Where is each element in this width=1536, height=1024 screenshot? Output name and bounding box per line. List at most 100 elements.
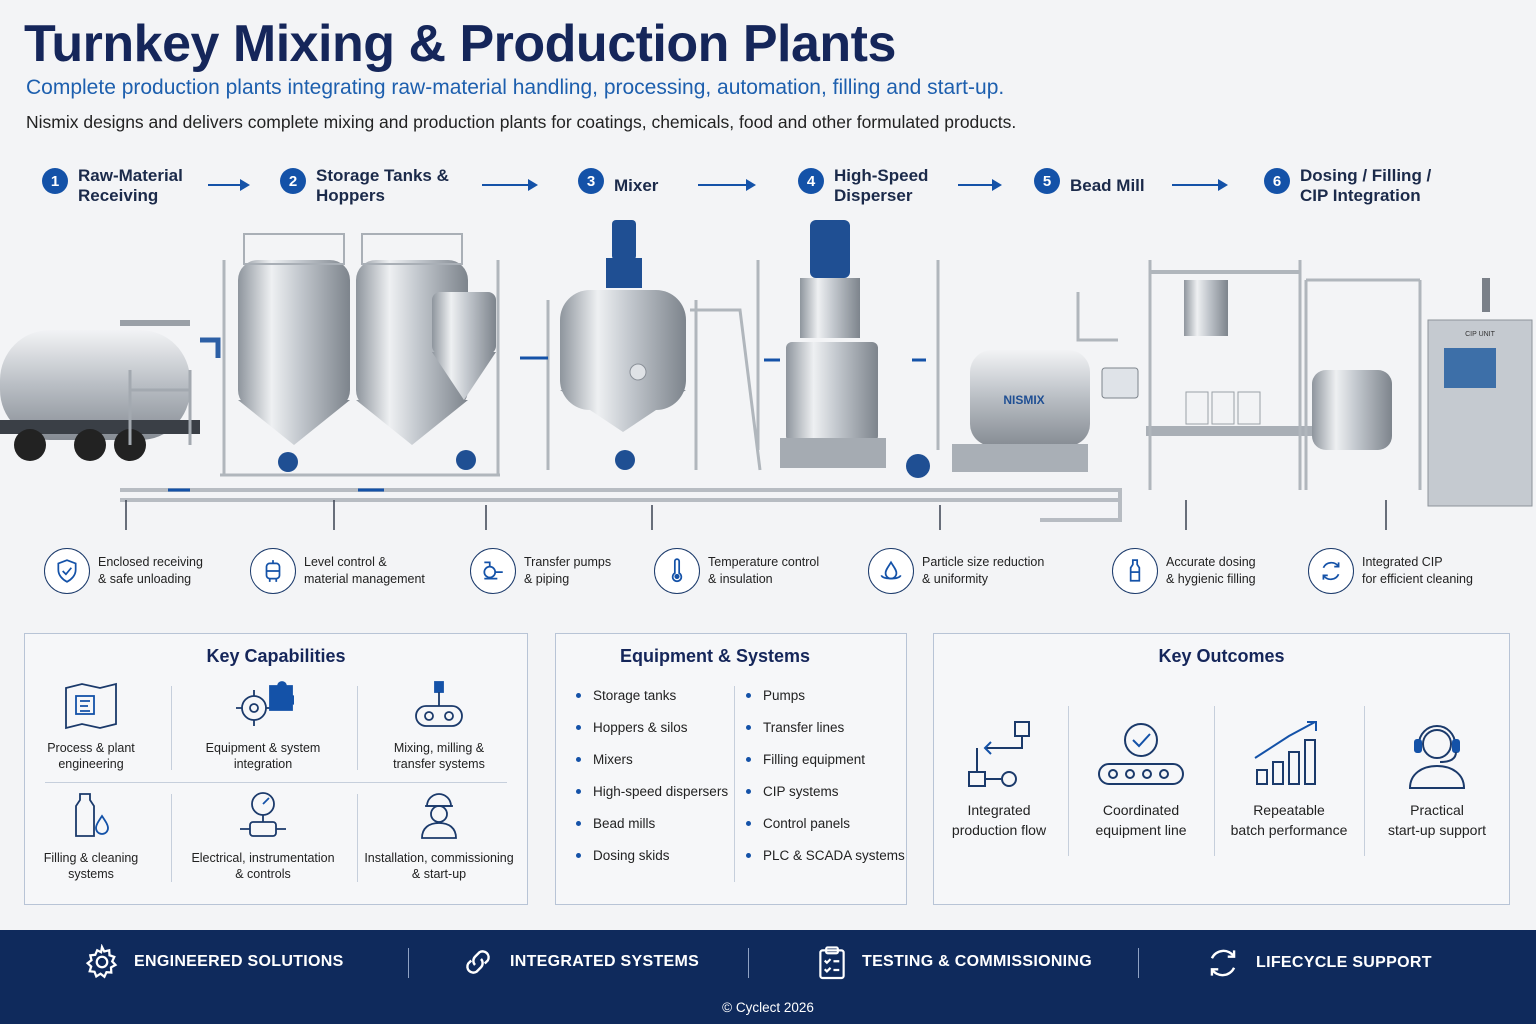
step-label: High-Speed Disperser [834, 166, 929, 205]
list-item: Control panels [746, 807, 905, 839]
list-item: Hoppers & silos [576, 711, 728, 743]
conveyor-check-icon [1066, 714, 1216, 794]
list-item: CIP systems [746, 775, 905, 807]
footer-label: ENGINEERED SOLUTIONS [134, 953, 344, 970]
outcome-item: Integrated production flow [920, 714, 1078, 840]
step-bead-mill: 5 Bead Mill [1034, 166, 1145, 196]
link-icon [466, 950, 490, 974]
step-label: Bead Mill [1070, 176, 1145, 195]
feature-temperature: Temperature control & insulation [654, 548, 819, 594]
list-item: Transfer lines [746, 711, 905, 743]
feature-text: Level control & material management [304, 555, 425, 586]
outcome-item: Practical start-up support [1362, 714, 1512, 840]
outcome-item: Coordinated equipment line [1066, 714, 1216, 840]
footer-label: LIFECYCLE SUPPORT [1256, 954, 1432, 971]
feature-safe-unloading: Enclosed receiving & safe unloading [44, 548, 203, 594]
equipment-list-right: Pumps Transfer lines Filling equipment C… [746, 679, 905, 871]
feature-text: Integrated CIP for efficient cleaning [1362, 555, 1473, 586]
growth-chart-icon [1214, 714, 1364, 794]
page-title: Turnkey Mixing & Production Plants [24, 15, 896, 73]
blueprint-icon [11, 678, 171, 734]
key-outcomes-panel: Key Outcomes Integrated production flow … [933, 633, 1510, 905]
list-item: Bead mills [576, 807, 728, 839]
gauge-icon [183, 788, 343, 844]
capability-item: Equipment & system integration [183, 678, 343, 772]
intro-text: Nismix designs and delivers complete mix… [26, 112, 1017, 132]
panel-title: Key Capabilities [206, 646, 346, 666]
cip-skid [1304, 278, 1422, 490]
mixer-icon [359, 678, 519, 734]
step-number: 6 [1264, 168, 1290, 194]
list-item: Mixers [576, 743, 728, 775]
thermometer-icon [654, 548, 700, 594]
flow-icon [920, 714, 1078, 794]
step-label: Storage Tanks & Hoppers [316, 166, 449, 205]
flow-arrow-icon [1172, 179, 1228, 191]
outcome-text: Coordinated equipment line [1095, 802, 1187, 838]
capability-item: Filling & cleaning systems [11, 788, 171, 882]
capability-item: Mixing, milling & transfer systems [359, 678, 519, 772]
panel-title: Equipment & Systems [619, 646, 811, 666]
shield-check-icon [44, 548, 90, 594]
feature-cip: Integrated CIP for efficient cleaning [1308, 548, 1473, 594]
feature-level-control: Level control & material management [250, 548, 425, 594]
key-capabilities-panel: Key Capabilities Process & plant enginee… [24, 633, 528, 905]
refresh-icon [1308, 548, 1354, 594]
plant-illustration: NISMIX CIP UNIT [0, 220, 1533, 530]
capability-text: Mixing, milling & transfer systems [393, 741, 485, 771]
feature-dosing: Accurate dosing & hygienic filling [1112, 548, 1256, 594]
panel-title: Key Outcomes [1158, 646, 1285, 666]
lifecycle-icon [1210, 949, 1236, 977]
clipboard-check-icon [819, 946, 845, 980]
step-label: Mixer [614, 176, 659, 195]
puzzle-gear-icon [183, 678, 343, 734]
feature-text: Transfer pumps & piping [524, 555, 612, 586]
step-dosing-filling: 6 Dosing / Filling / CIP Integration [1264, 166, 1431, 206]
mixer-vessel [560, 220, 686, 432]
outcome-item: Repeatable batch performance [1214, 714, 1364, 840]
list-item: Pumps [746, 679, 905, 711]
list-item: High-speed dispersers [576, 775, 728, 807]
droplet-icon [868, 548, 914, 594]
list-item: Filling equipment [746, 743, 905, 775]
outcome-text: Practical start-up support [1387, 802, 1487, 838]
capability-text: Installation, commissioning & start-up [364, 851, 514, 881]
bottle-drop-icon [11, 788, 171, 844]
feature-transfer-pumps: Transfer pumps & piping [470, 548, 611, 594]
list-item: PLC & SCADA systems [746, 839, 905, 871]
hopper [432, 292, 496, 400]
outcome-text: Integrated production flow [951, 802, 1047, 838]
flow-arrow-icon [208, 179, 250, 191]
step-storage: 2 Storage Tanks & Hoppers [280, 166, 449, 206]
capability-text: Process & plant engineering [47, 741, 135, 771]
feature-text: Particle size reduction & uniformity [922, 555, 1045, 586]
footer-label: TESTING & COMMISSIONING [862, 953, 1093, 970]
equipment-list-left: Storage tanks Hoppers & silos Mixers Hig… [576, 679, 728, 871]
panel-label: CIP UNIT [1465, 331, 1496, 338]
capability-item: Installation, commissioning & start-up [359, 788, 519, 882]
bottle-icon [1112, 548, 1158, 594]
step-number: 4 [798, 168, 824, 194]
tank-level-icon [250, 548, 296, 594]
page-subtitle: Complete production plants integrating r… [26, 76, 1005, 99]
control-panel: CIP UNIT [1427, 278, 1533, 507]
step-raw-material: 1 Raw-Material Receiving [42, 166, 183, 206]
step-disperser: 4 High-Speed Disperser [798, 166, 928, 206]
capability-item: Process & plant engineering [11, 678, 171, 772]
capability-item: Electrical, instrumentation & controls [183, 788, 343, 882]
feature-text: Accurate dosing & hygienic filling [1166, 555, 1256, 586]
tanker-truck [0, 320, 200, 461]
worker-icon [359, 788, 519, 844]
step-mixer: 3 Mixer [578, 166, 658, 196]
footer-label: INTEGRATED SYSTEMS [510, 953, 700, 970]
high-speed-disperser [780, 220, 886, 468]
copyright: © Cyclect 2026 [722, 1000, 814, 1015]
flow-arrow-icon [482, 179, 538, 191]
filling-station [1146, 260, 1316, 490]
feature-text: Enclosed receiving & safe unloading [98, 555, 203, 586]
step-number: 5 [1034, 168, 1060, 194]
step-number: 1 [42, 168, 68, 194]
footer-item: INTEGRATED SYSTEMS [460, 944, 699, 980]
footer-bar: ENGINEERED SOLUTIONS INTEGRATED SYSTEMS … [0, 930, 1536, 1024]
pump-icon [470, 548, 516, 594]
